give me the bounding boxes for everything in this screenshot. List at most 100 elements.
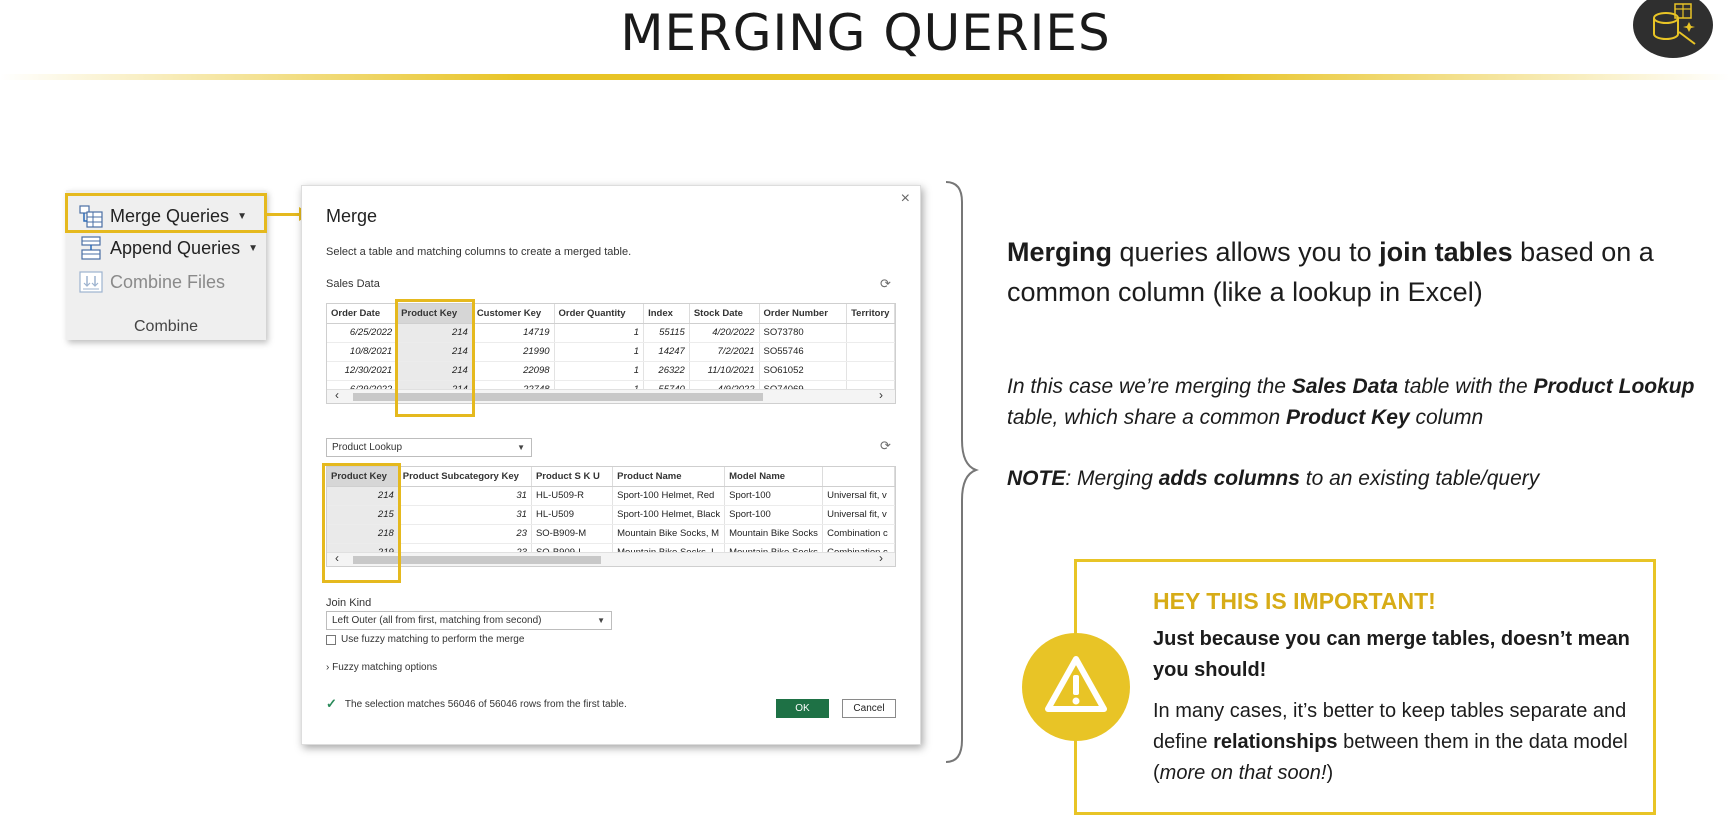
product-key-highlight <box>395 299 475 417</box>
table-header-row: Product Key Product Subcategory Key Prod… <box>327 467 895 487</box>
sales-data-table: Order Date Product Key Customer Key Orde… <box>327 304 895 400</box>
combine-files-button[interactable]: Combine Files <box>78 266 225 298</box>
table-header-row: Order Date Product Key Customer Key Orde… <box>327 304 895 324</box>
column-header[interactable]: Model Name <box>724 467 824 487</box>
table-cell: 215 <box>327 505 399 525</box>
ok-button[interactable]: OK <box>776 699 829 718</box>
table-cell: 11/10/2021 <box>689 361 760 381</box>
important-callout: HEY THIS IS IMPORTANT! Just because you … <box>1074 559 1656 815</box>
warning-icon <box>1022 633 1130 741</box>
column-header[interactable]: Customer Key <box>472 304 555 324</box>
refresh-preview-icon[interactable]: ⟳ <box>880 276 891 291</box>
title-underline <box>0 74 1731 80</box>
callout-warning-text: Just because you can merge tables, doesn… <box>1153 628 1630 681</box>
append-queries-button[interactable]: Append Queries ▼ <box>78 232 258 264</box>
column-header[interactable]: Product S K U <box>531 467 614 487</box>
combine-files-icon <box>79 271 103 293</box>
table-cell <box>846 361 895 381</box>
horizontal-scrollbar[interactable]: ‹ › <box>327 551 895 566</box>
text-span: column <box>1409 406 1484 429</box>
emphasis-more-soon: more on that soon! <box>1159 762 1327 784</box>
horizontal-scrollbar[interactable]: ‹ › <box>327 388 895 403</box>
join-kind-dropdown[interactable]: Left Outer (all from first, matching fro… <box>326 611 612 630</box>
emphasis-join-tables: join tables <box>1379 237 1513 267</box>
text-span: table with the <box>1398 375 1534 398</box>
merge-queries-button[interactable]: Merge Queries ▼ <box>78 200 247 232</box>
append-queries-label: Append Queries <box>110 237 241 258</box>
table-cell <box>846 342 895 362</box>
scroll-right-icon[interactable]: › <box>879 388 883 402</box>
table-cell: 6/25/2022 <box>327 323 398 343</box>
table-row: 215 31 HL-U509 Sport-100 Helmet, Black S… <box>327 505 895 525</box>
table-cell: Combination c <box>822 524 895 544</box>
scroll-left-icon[interactable]: ‹ <box>335 551 339 565</box>
text-span: In many cases, it’s better to keep table… <box>1153 700 1627 753</box>
chevron-down-icon: ▼ <box>597 616 605 625</box>
chevron-down-icon: ▼ <box>237 210 247 222</box>
column-header[interactable]: Product Name <box>612 467 726 487</box>
column-header[interactable]: Order Date <box>327 304 398 324</box>
column-header[interactable]: Order Number <box>759 304 848 324</box>
close-icon[interactable]: × <box>900 190 910 207</box>
table-row: 10/8/2021 214 21990 1 14247 7/2/2021 SO5… <box>327 342 895 362</box>
column-header[interactable]: Stock Date <box>689 304 760 324</box>
emphasis-product-key: Product Key <box>1285 406 1410 429</box>
table-cell: 4/20/2022 <box>689 323 760 343</box>
table-cell <box>846 323 895 343</box>
product-lookup-grid: Product Key Product Subcategory Key Prod… <box>326 466 896 567</box>
match-status-text: The selection matches 56046 of 56046 row… <box>344 698 627 710</box>
column-header-selected[interactable]: Product Key <box>327 467 399 487</box>
column-header[interactable]: Order Quantity <box>554 304 645 324</box>
text-span: queries allows you to <box>1112 237 1380 267</box>
table-cell: SO73780 <box>759 323 848 343</box>
table-cell: 7/2/2021 <box>689 342 760 362</box>
text-span: ) <box>1326 762 1334 784</box>
table-cell: Sport-100 <box>724 505 824 525</box>
checkbox-box[interactable] <box>326 634 336 645</box>
combine-ribbon-group: Merge Queries ▼ Append Queries ▼ Combine… <box>66 190 266 340</box>
table-cell: Universal fit, v <box>822 486 895 506</box>
column-header[interactable]: Index <box>643 304 690 324</box>
fuzzy-options-expander[interactable]: › Fuzzy matching options <box>326 662 437 673</box>
text-span: based on a common column (like a lookup … <box>1007 237 1654 307</box>
table-cell: Mountain Bike Socks, M <box>612 524 726 544</box>
column-header[interactable]: Territory <box>846 304 895 324</box>
text-span: between them in the data model ( <box>1153 731 1628 784</box>
second-table-dropdown[interactable]: Product Lookup ▼ <box>326 438 532 457</box>
fuzzy-matching-checkbox[interactable]: Use fuzzy matching to perform the merge <box>326 634 524 645</box>
table-cell: 214 <box>396 342 473 362</box>
refresh-preview-icon[interactable]: ⟳ <box>880 438 891 453</box>
product-key-highlight <box>322 463 401 583</box>
table-cell: 1 <box>554 323 645 343</box>
emphasis-merging: Merging <box>1007 237 1112 267</box>
append-queries-icon <box>81 236 101 260</box>
table-cell: 31 <box>398 486 532 506</box>
table-cell: SO55746 <box>759 342 848 362</box>
scrollbar-thumb[interactable] <box>353 393 763 401</box>
table-cell: 214 <box>396 323 473 343</box>
column-header[interactable]: Product Subcategory Key <box>398 467 532 487</box>
combine-files-label: Combine Files <box>110 271 226 292</box>
emphasis-sales-data: Sales Data <box>1291 375 1399 398</box>
slide-title: MERGING QUERIES <box>620 4 1111 62</box>
scroll-right-icon[interactable]: › <box>879 551 883 565</box>
curly-brace-icon <box>945 181 979 763</box>
column-header-selected[interactable]: Product Key <box>396 304 473 324</box>
data-magic-logo-icon <box>1633 0 1713 58</box>
table-cell: 214 <box>327 486 399 506</box>
table-row: 214 31 HL-U509-R Sport-100 Helmet, Red S… <box>327 486 895 506</box>
scrollbar-thumb[interactable] <box>353 556 601 564</box>
example-explanation: In this case we’re merging the Sales Dat… <box>1007 371 1707 433</box>
table-cell: Mountain Bike Socks <box>724 524 824 544</box>
table-cell: 26322 <box>643 361 690 381</box>
scroll-left-icon[interactable]: ‹ <box>335 388 339 402</box>
merge-dialog: × Merge Select a table and matching colu… <box>301 185 921 745</box>
table-cell: 22098 <box>472 361 555 381</box>
column-header[interactable] <box>822 467 895 487</box>
first-table-name: Sales Data <box>326 278 380 290</box>
callout-heading: HEY THIS IS IMPORTANT! <box>1153 588 1436 614</box>
dialog-title: Merge <box>326 206 378 226</box>
chevron-right-icon: › <box>326 662 330 673</box>
table-cell: SO61052 <box>759 361 848 381</box>
cancel-button[interactable]: Cancel <box>842 699 896 718</box>
